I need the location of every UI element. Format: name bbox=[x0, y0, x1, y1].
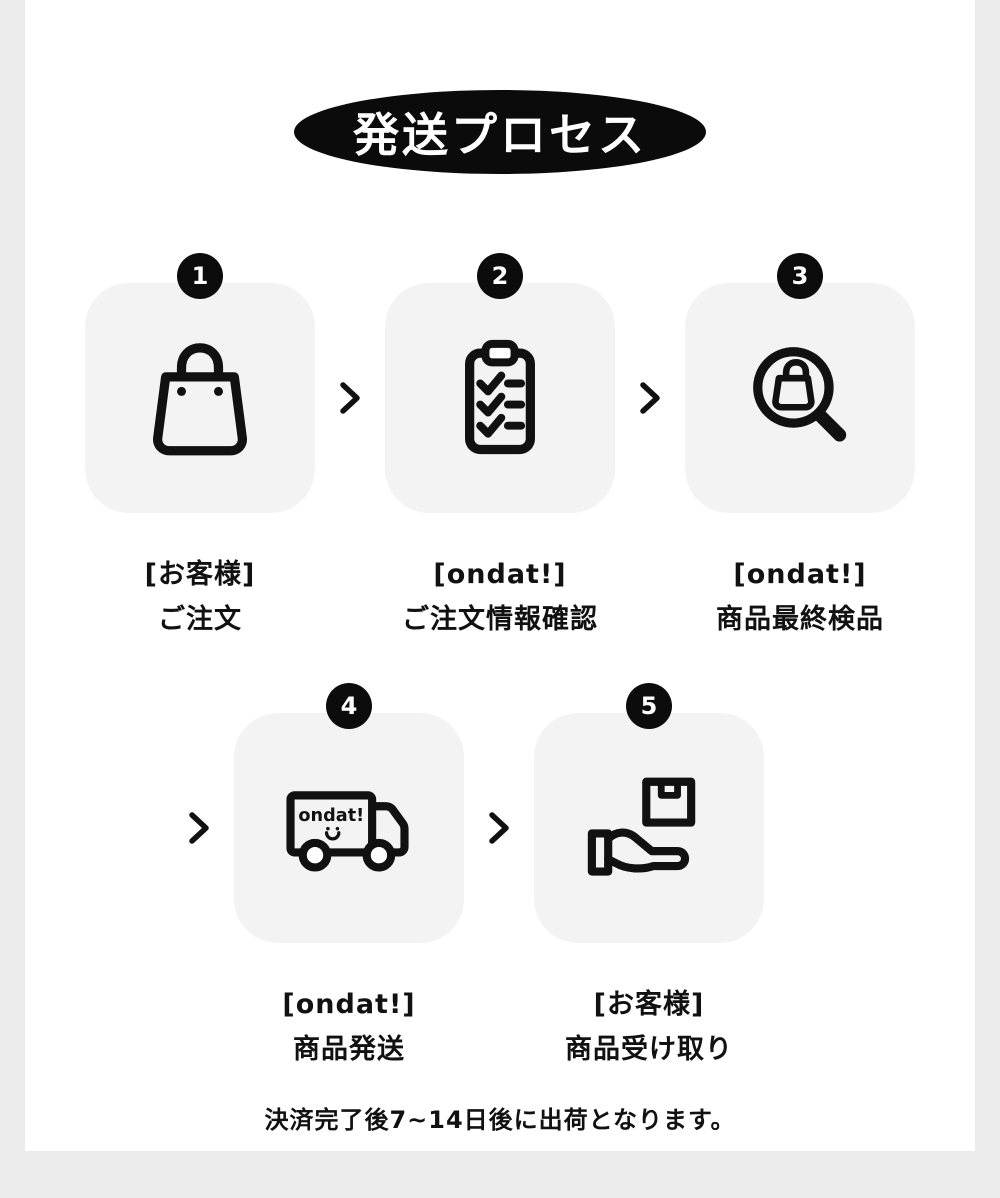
step-5: 5 [お客様] 商品受け取り bbox=[524, 683, 774, 1072]
step-label-line1: [ondat!] bbox=[733, 559, 867, 590]
step-label-line1: [お客様] bbox=[593, 989, 705, 1020]
step-label-line2: 商品発送 bbox=[293, 1033, 405, 1065]
title-pill: 発送プロセス bbox=[294, 90, 706, 174]
process-row-1: 1 [お客様] ご注文 bbox=[25, 253, 975, 642]
step-label: [ondat!] ご注文情報確認 bbox=[402, 553, 598, 642]
process-row-2: 4 ondat! [ondat!] 商品発送 bbox=[0, 683, 949, 1072]
chevron-right-icon bbox=[325, 380, 375, 416]
step-number: 1 bbox=[191, 262, 209, 290]
inspection-magnifier-bag-icon bbox=[753, 347, 847, 442]
step-card bbox=[385, 283, 615, 513]
order-checklist-clipboard-icon bbox=[465, 339, 535, 455]
step-number-badge: 1 bbox=[177, 253, 223, 299]
chevron-right-icon bbox=[474, 810, 524, 846]
shopping-bag-icon bbox=[153, 343, 247, 456]
step-number: 4 bbox=[340, 692, 358, 720]
chevron-right-icon bbox=[174, 810, 224, 846]
hand-receiving-box-icon bbox=[587, 777, 696, 876]
step-label-line1: [ondat!] bbox=[282, 989, 416, 1020]
step-number: 5 bbox=[640, 692, 658, 720]
step-label: [お客様] 商品受け取り bbox=[565, 983, 733, 1072]
step-label: [ondat!] 商品最終検品 bbox=[716, 553, 884, 642]
chevron-right-icon bbox=[625, 380, 675, 416]
step-4: 4 ondat! [ondat!] 商品発送 bbox=[224, 683, 474, 1072]
step-label-line1: [お客様] bbox=[144, 559, 256, 590]
shipping-lead-time-note: 決済完了後7~14日後に出荷となります。 bbox=[264, 1106, 736, 1134]
step-label-line2: 商品最終検品 bbox=[716, 603, 884, 635]
step-card bbox=[534, 713, 764, 943]
step-label: [ondat!] 商品発送 bbox=[282, 983, 415, 1072]
step-3: 3 [ondat!] 商品最終検品 bbox=[675, 253, 925, 642]
step-label-line2: 商品受け取り bbox=[565, 1033, 733, 1065]
step-label-line2: ご注文 bbox=[158, 603, 242, 635]
step-2: 2 [ondat!] ご注文情報確認 bbox=[375, 253, 625, 642]
step-1: 1 [お客様] ご注文 bbox=[75, 253, 325, 642]
step-label-line1: [ondat!] bbox=[433, 559, 567, 590]
step-label-line2: ご注文情報確認 bbox=[402, 603, 598, 635]
step-label: [お客様] ご注文 bbox=[145, 553, 256, 642]
delivery-truck-icon: ondat! bbox=[286, 791, 409, 872]
page-title: 発送プロセス bbox=[353, 108, 647, 162]
step-number-badge: 2 bbox=[477, 253, 523, 299]
step-card bbox=[685, 283, 915, 513]
truck-logo-text: ondat! bbox=[298, 806, 364, 826]
step-number: 2 bbox=[491, 262, 509, 290]
step-card bbox=[85, 283, 315, 513]
step-number: 3 bbox=[791, 262, 809, 290]
step-number-badge: 4 bbox=[326, 683, 372, 729]
step-number-badge: 3 bbox=[777, 253, 823, 299]
step-card: ondat! bbox=[234, 713, 464, 943]
content-panel: 発送プロセス 1 [お客様] ご注文 bbox=[25, 0, 975, 1151]
step-number-badge: 5 bbox=[626, 683, 672, 729]
